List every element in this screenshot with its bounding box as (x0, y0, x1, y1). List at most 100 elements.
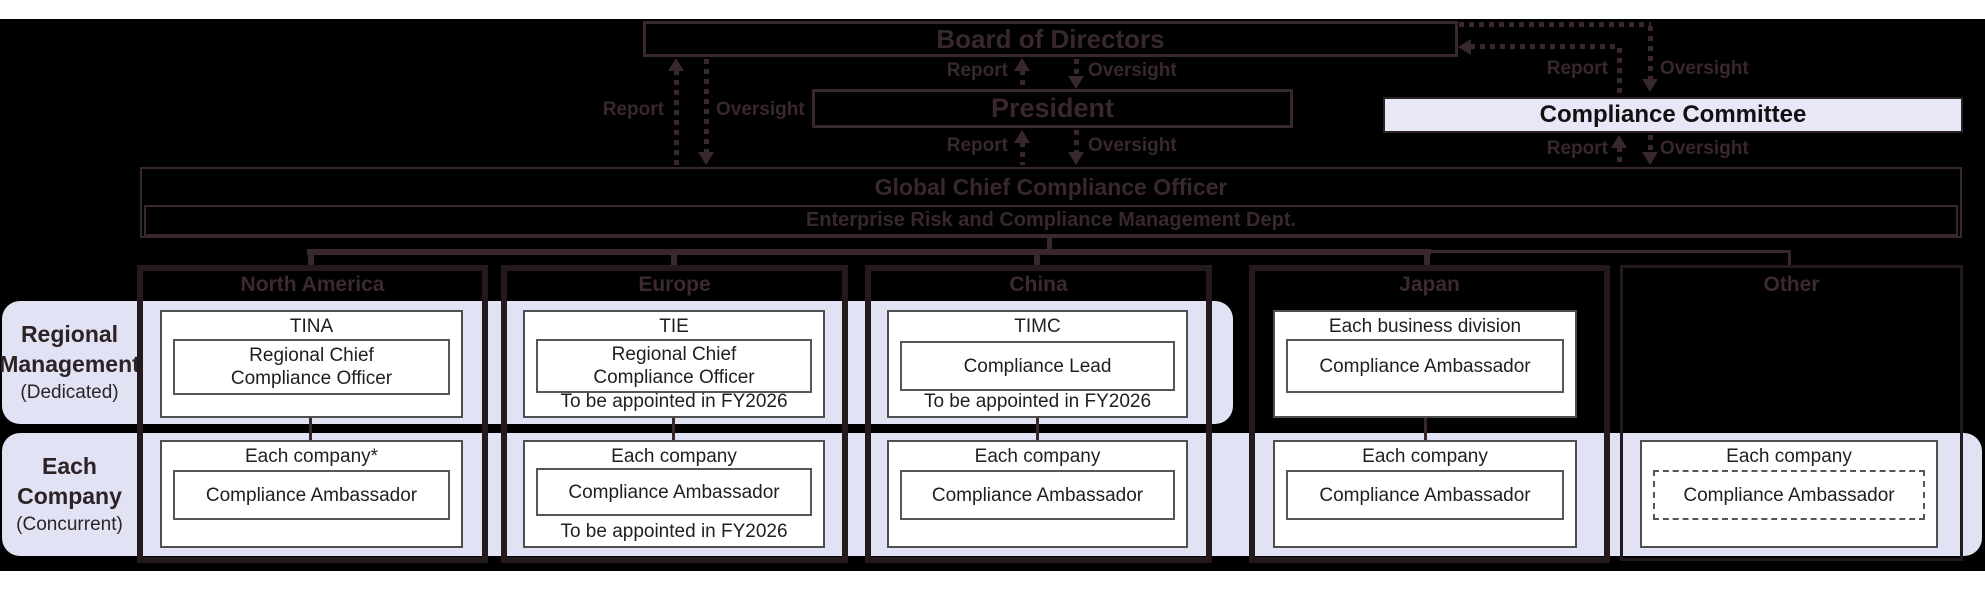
other-company-role: Compliance Ambassador (1683, 484, 1895, 506)
oversight-line-board-gcco (704, 59, 709, 152)
erc-dept-label: Enterprise Risk and Compliance Managemen… (805, 209, 1297, 231)
europe-company-node: Each company Compliance Ambassador To be… (523, 440, 825, 548)
report-vline-committee-board (1617, 48, 1622, 97)
japan-dedicated-role-box: Compliance Ambassador (1286, 339, 1564, 393)
europe-dedicated-org: TIE (659, 316, 689, 337)
board-of-directors-label: Board of Directors (936, 23, 1165, 54)
oversight-label-board-committee: Oversight (1660, 58, 1749, 79)
japan-company-node: Each company Compliance Ambassador (1273, 440, 1577, 548)
oversight-line-board-president (1074, 59, 1079, 77)
japan-stub (1424, 250, 1430, 266)
china-dedicated-note: To be appointed in FY2026 (923, 391, 1152, 412)
europe-dedicated-node: TIE Regional Chief Compliance Officer To… (523, 310, 825, 418)
europe-company-role: Compliance Ambassador (568, 481, 780, 503)
global-cco-label: Global Chief Compliance Officer (874, 174, 1228, 200)
report-label-committee-gcco: Report (1546, 138, 1608, 159)
china-company-node: Each company Compliance Ambassador (887, 440, 1188, 548)
oversight-arrow-board-committee (1642, 79, 1658, 92)
row-header-regional-management: Regional Management (Dedicated) (0, 301, 140, 424)
report-arrow-president-gcco (1014, 130, 1030, 143)
other-frame (1620, 265, 1963, 561)
japan-company-org: Each company (1362, 446, 1488, 467)
report-line-board-president (1020, 70, 1025, 89)
bottom-white-strip (0, 571, 1985, 590)
china-company-role-box: Compliance Ambassador (900, 470, 1175, 520)
oversight-line-president-gcco (1074, 130, 1079, 152)
na-dedicated-role-box: Regional Chief Compliance Officer (173, 339, 450, 395)
europe-dedicated-role-line1: Regional Chief (611, 344, 737, 365)
na-row-connector (309, 418, 312, 442)
each-company-line3: (Concurrent) (16, 513, 123, 535)
report-line-committee-gcco (1617, 147, 1622, 165)
other-company-role-box: Compliance Ambassador (1653, 470, 1925, 520)
oversight-vline-board-committee (1648, 26, 1653, 80)
compliance-committee-box: Compliance Committee (1383, 97, 1963, 133)
report-line-board-gcco (674, 70, 679, 165)
japan-company-role: Compliance Ambassador (1319, 484, 1531, 506)
china-dedicated-node: TIMC Compliance Lead To be appointed in … (887, 310, 1188, 418)
each-company-line1: Each (42, 452, 97, 479)
north-america-frame (137, 265, 488, 563)
na-dedicated-node: TINA Regional Chief Compliance Officer (160, 310, 463, 418)
compliance-committee-label: Compliance Committee (1539, 101, 1807, 128)
regions-hline (307, 249, 1431, 255)
na-company-node: Each company* Compliance Ambassador (160, 440, 463, 548)
japan-company-role-box: Compliance Ambassador (1286, 470, 1564, 520)
china-row-connector (1036, 418, 1039, 442)
china-company-org: Each company (974, 446, 1101, 467)
china-dedicated-org: TIMC (1014, 316, 1061, 337)
china-frame (865, 265, 1212, 563)
oversight-arrow-president-gcco (1068, 152, 1084, 165)
president-label: President (990, 93, 1115, 123)
report-arrow-committee-gcco (1611, 135, 1627, 148)
oversight-label-committee-gcco: Oversight (1660, 138, 1749, 159)
report-line-president-gcco (1020, 142, 1025, 165)
japan-dedicated-org: Each business division (1328, 316, 1522, 337)
europe-row-connector (672, 418, 675, 442)
europe-company-org: Each company (611, 446, 737, 467)
europe-frame (501, 265, 848, 563)
erc-dept-box: Enterprise Risk and Compliance Managemen… (144, 205, 1958, 236)
oversight-label-board-gcco: Oversight (716, 99, 805, 120)
oversight-arrow-board-gcco (698, 152, 714, 165)
na-company-role: Compliance Ambassador (205, 484, 418, 506)
report-label-board-president: Report (946, 60, 1008, 81)
europe-dedicated-role-box: Regional Chief Compliance Officer (536, 339, 812, 393)
oversight-label-president-gcco: Oversight (1088, 135, 1177, 156)
na-stub (308, 250, 314, 266)
other-title: Other (1763, 273, 1820, 296)
oversight-label-board-president: Oversight (1088, 60, 1177, 81)
report-arrow-board-gcco (668, 58, 684, 71)
na-company-org: Each company* (244, 446, 379, 467)
oversight-line-committee-gcco (1648, 135, 1653, 152)
europe-dedicated-role-line2: Compliance Officer (593, 367, 755, 388)
report-hline-committee-board (1470, 44, 1620, 49)
other-company-org: Each company (1726, 446, 1852, 467)
na-dedicated-org: TINA (289, 316, 334, 337)
other-company-node: Each company Compliance Ambassador (1640, 440, 1938, 548)
regional-management-line2: Management (0, 350, 140, 377)
japan-dedicated-role: Compliance Ambassador (1319, 355, 1531, 377)
other-stub (1788, 250, 1791, 266)
regional-management-line3: (Dedicated) (20, 381, 119, 403)
report-label-committee-board: Report (1546, 58, 1608, 79)
other-hline (1428, 250, 1791, 253)
report-arrow-committee-board (1458, 39, 1471, 55)
report-arrow-board-president (1014, 58, 1030, 71)
japan-row-connector (1424, 418, 1427, 442)
oversight-hline-board-committee (1459, 22, 1651, 27)
north-america-title: North America (240, 273, 385, 296)
top-white-strip (0, 0, 1985, 19)
japan-title: Japan (1399, 273, 1460, 296)
europe-dedicated-note: To be appointed in FY2026 (560, 391, 788, 412)
china-stub (1034, 250, 1040, 266)
europe-title: Europe (638, 273, 711, 296)
na-company-role-box: Compliance Ambassador (173, 470, 450, 520)
china-dedicated-role-box: Compliance Lead (900, 341, 1175, 391)
regional-management-line1: Regional (20, 320, 119, 347)
report-label-president-gcco: Report (946, 135, 1008, 156)
oversight-arrow-committee-gcco (1642, 152, 1658, 165)
china-dedicated-role: Compliance Lead (963, 355, 1112, 377)
oversight-arrow-board-president (1068, 76, 1084, 89)
